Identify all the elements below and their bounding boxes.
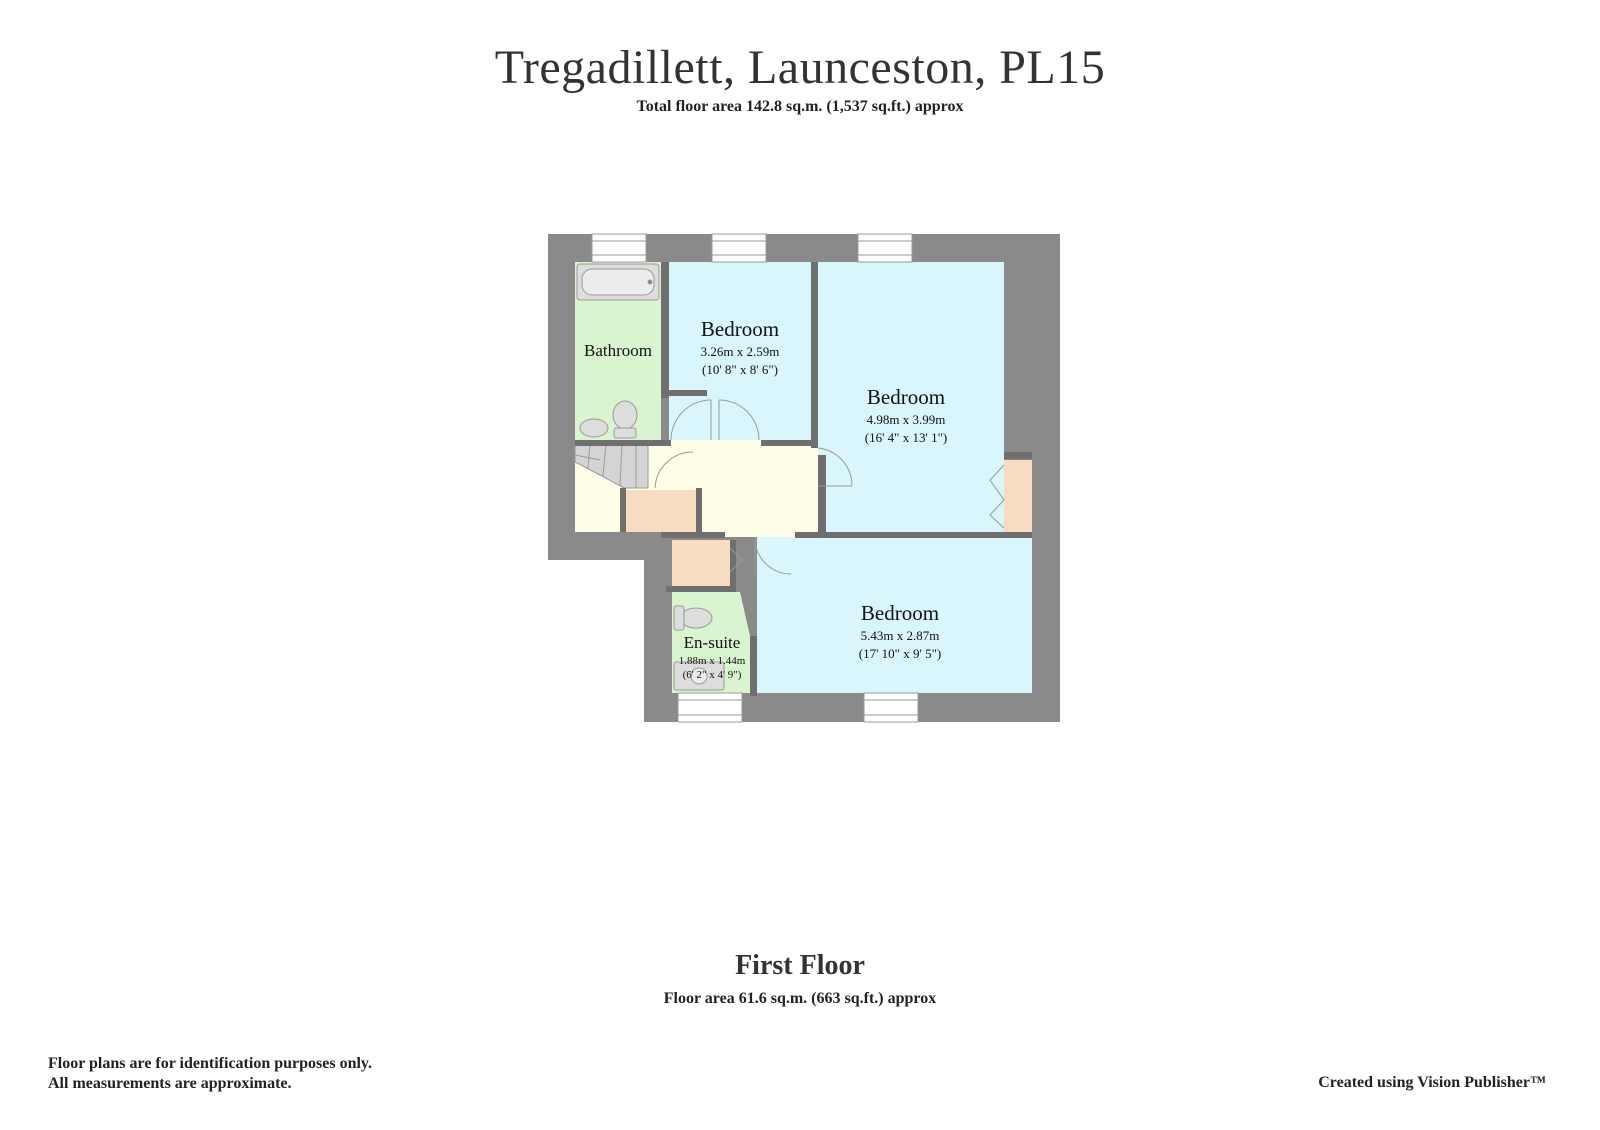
bedroom-large-metric: 4.98m x 3.99m [867, 412, 946, 427]
floor-area: Floor area 61.6 sq.m. (663 sq.ft.) appro… [663, 990, 937, 1007]
disclaimer: Floor plans are for identification purpo… [48, 1054, 372, 1094]
software-credit: Created using Vision Publisher™ [1318, 1074, 1546, 1091]
bedroom-bottom-imperial: (17' 10" x 9' 5") [859, 646, 941, 661]
disclaimer-line-2: All measurements are approximate. [48, 1075, 292, 1092]
bedroom-small-floor [669, 262, 811, 440]
bedroom-small-label: Bedroom [701, 317, 779, 341]
ensuite-label: En-suite [684, 633, 741, 652]
storage-cupboard-2 [672, 540, 730, 586]
bedroom-small-metric: 3.26m x 2.59m [701, 344, 780, 359]
door-swings [654, 399, 1005, 575]
disclaimer-line-1: Floor plans are for identification purpo… [48, 1055, 373, 1072]
bath-fixture [576, 263, 660, 301]
ensuite-metric: 1.88m x 1.44m [679, 655, 746, 667]
floor-title: First Floor [735, 950, 865, 981]
total-floor-area: Total floor area 142.8 sq.m. (1,537 sq.f… [636, 98, 964, 115]
bedroom-bottom-metric: 5.43m x 2.87m [861, 628, 940, 643]
bedroom-large-floor [818, 262, 1004, 532]
bedroom-large-label: Bedroom [867, 385, 945, 409]
bedroom-bottom-floor [757, 537, 1032, 693]
wardrobe-cupboard [1004, 460, 1032, 532]
storage-cupboard-1 [624, 490, 696, 532]
windows [591, 233, 919, 723]
bedroom-bottom-label: Bedroom [861, 601, 939, 625]
bathroom-label: Bathroom [584, 341, 652, 360]
plan-title: Tregadillett, Launceston, PL15 [494, 41, 1106, 94]
toilet-fixtures [579, 400, 725, 691]
bedroom-large-imperial: (16' 4" x 13' 1") [865, 430, 947, 445]
bedroom-small-imperial: (10' 8" x 8' 6") [702, 362, 778, 377]
internal-walls [575, 262, 1032, 696]
ensuite-imperial: (6' 2" x 4' 9") [683, 669, 742, 681]
